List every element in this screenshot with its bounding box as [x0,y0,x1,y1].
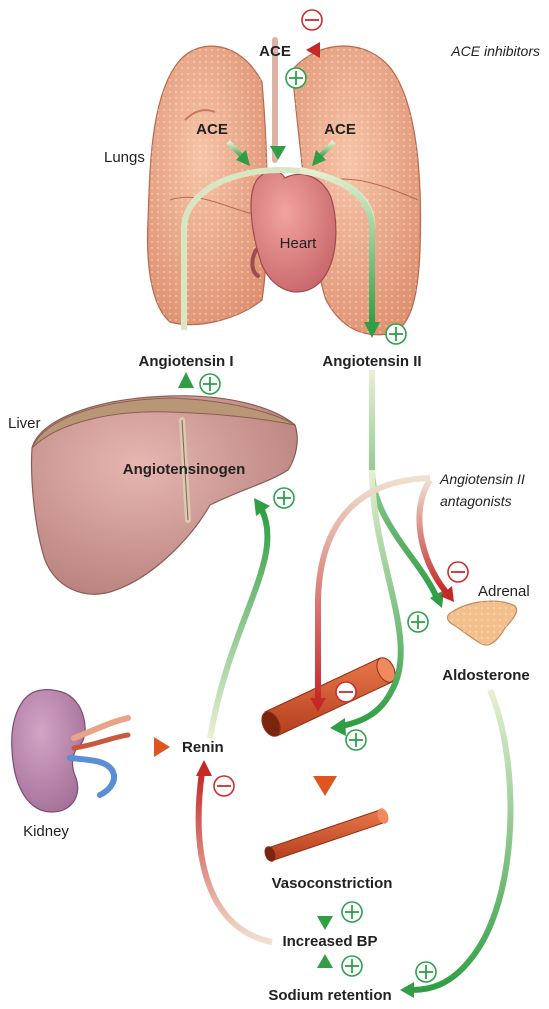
heart-label: Heart [280,235,318,252]
stimulate-sign-ace [286,68,306,88]
renin-label: Renin [182,739,224,756]
stimulate-sign-vasoconstriction [342,902,362,922]
ace-inhibitors-label: ACE inhibitors [450,43,540,59]
liver-illustration [32,396,298,594]
stimulate-sign-angiotensinogen [274,488,294,508]
constricted-vessel-bottom [263,807,391,863]
sodium-retention-label: Sodium retention [268,987,391,1004]
vasoconstriction-to-bp-arrow [317,898,333,930]
angiotensin-ii-antagonists-line1: Angiotensin II [439,471,525,487]
inhibit-sign-vessel [336,682,356,702]
increased-bp-label: Increased BP [282,933,377,950]
stimulate-sign-vessel [346,730,366,750]
liver-label: Liver [8,415,41,432]
angiotensin-i-label: Angiotensin I [139,353,234,370]
vessel-constriction-arrow [313,736,337,796]
ace-left-label: ACE [196,121,228,138]
aldosterone-label: Aldosterone [442,667,530,684]
lungs-label: Lungs [104,149,145,166]
adrenal-label: Adrenal [478,583,530,600]
ace-right-label: ACE [324,121,356,138]
inhibit-sign-ace [302,10,322,30]
stimulate-sign-aldosterone [416,962,436,982]
stimulate-sign-adrenal [408,612,428,632]
stimulate-sign-sodium [342,956,362,976]
stimulate-sign-angiotensin-ii [386,324,406,344]
kidney-illustration [12,690,128,812]
renin-to-angiotensinogen-arrow [210,498,270,738]
sodium-to-bp-arrow [317,954,333,985]
ace-top-label: ACE [259,43,291,60]
constricted-vessel-top [258,655,398,739]
inhibit-sign-adrenal [448,562,468,582]
stimulate-sign-angiotensin-i [200,374,220,394]
kidney-label: Kidney [23,823,69,840]
inhibit-sign-renin [214,776,234,796]
angiotensinogen-label: Angiotensinogen [123,461,246,478]
angiotensin-ii-label: Angiotensin II [322,353,421,370]
kidney-to-renin-arrow [128,737,170,757]
vasoconstriction-label: Vasoconstriction [272,875,393,892]
adrenal-illustration [448,601,517,645]
aldosterone-to-sodium-arrow [400,690,510,998]
angiotensin-ii-antagonists-line2: antagonists [440,493,512,509]
